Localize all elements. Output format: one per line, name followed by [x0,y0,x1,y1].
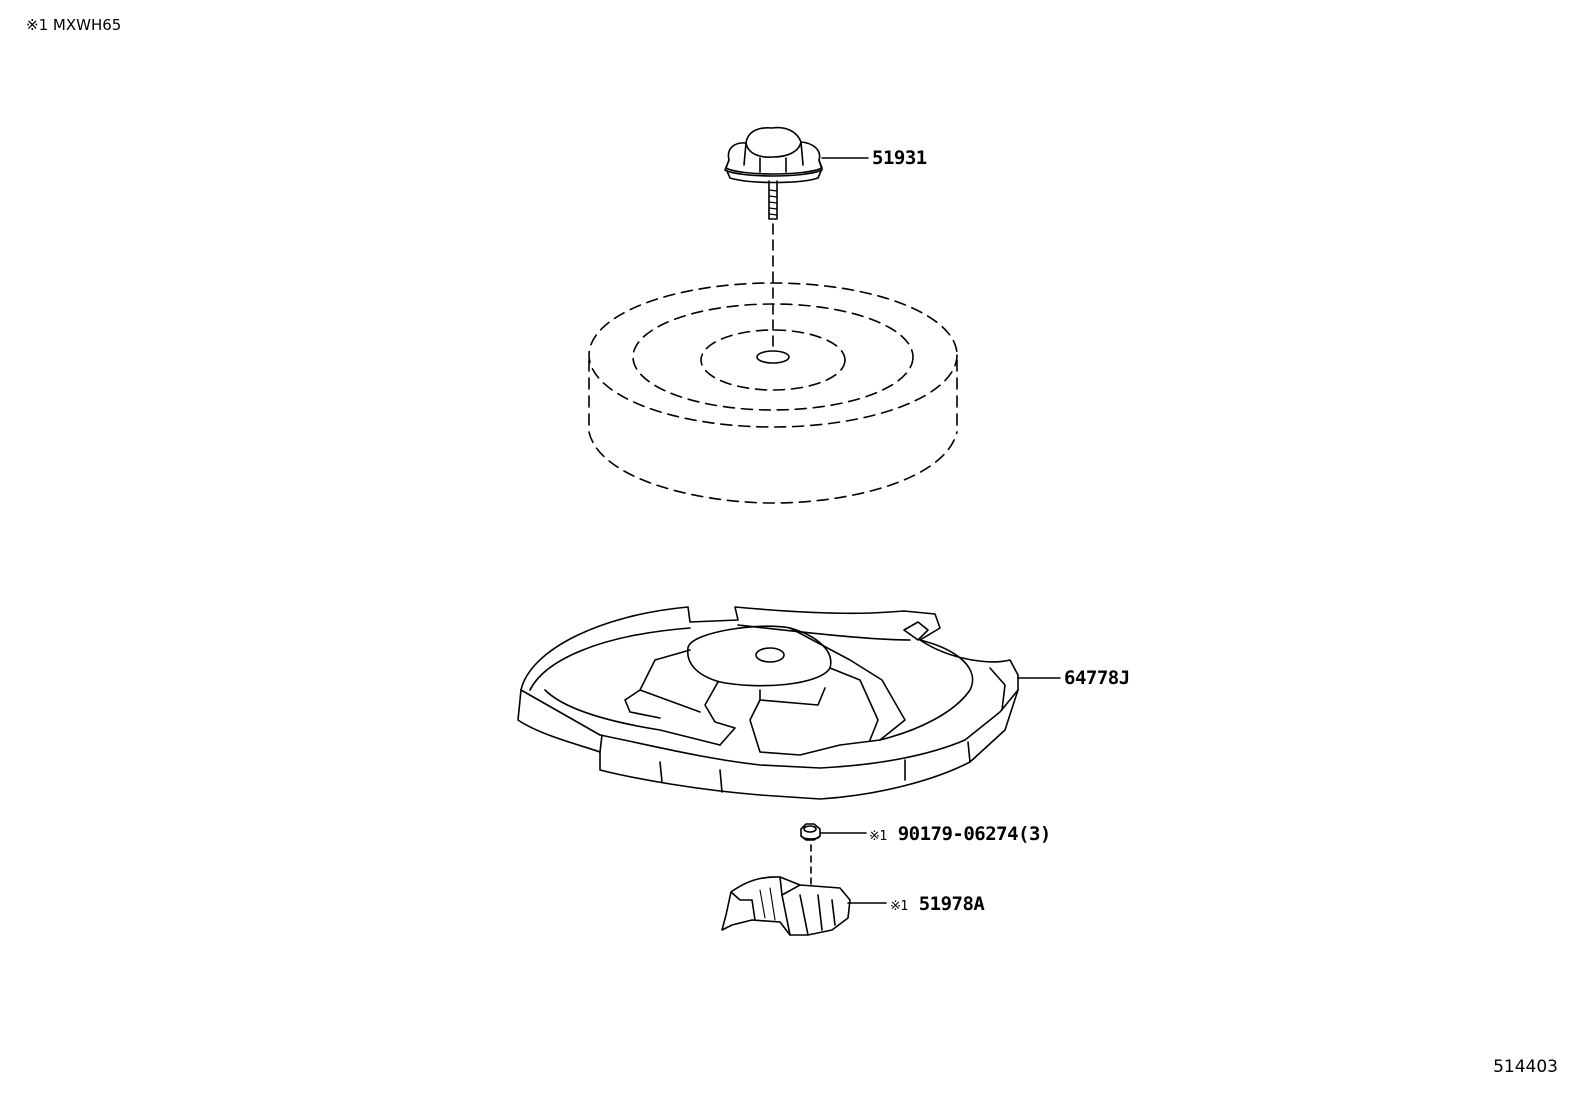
callout-nut-part-number: 90179-06274(3) [897,823,1052,845]
callout-bracket: ※1 51978A [890,893,985,915]
spare-wheel-knob-bolt [724,126,869,220]
callout-bracket-part-number: 51978A [918,893,985,915]
callout-nut-mark: ※1 [869,829,887,844]
spare-wheel-tray [517,606,1061,800]
model-note: ※1 MXWH65 [26,16,121,34]
spare-tire-phantom [588,282,958,504]
callout-bracket-mark: ※1 [890,899,908,914]
bracket [721,876,887,936]
note-mark: ※1 [26,16,49,34]
callout-knob-part-number: 51931 [872,147,927,169]
callout-tray-part-number: 64778J [1064,667,1130,689]
illustration-number: 514403 [1493,1057,1558,1077]
callout-nut: ※1 90179-06274(3) [869,823,1051,845]
callout-knob: 51931 [872,147,927,169]
nut [800,823,867,841]
note-model: MXWH65 [52,16,122,34]
callout-tray: 64778J [1064,667,1130,689]
